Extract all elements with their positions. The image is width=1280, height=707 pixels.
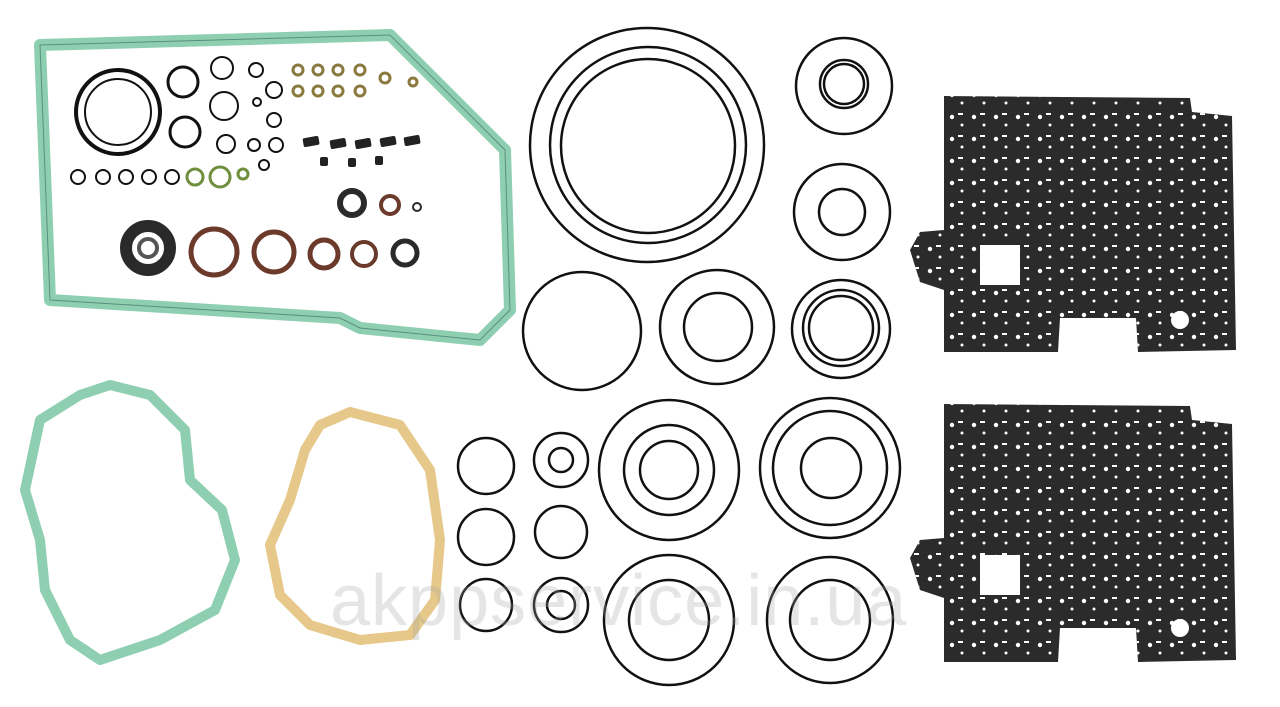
cover-gasket-tan (265, 407, 445, 645)
large-orings (456, 26, 902, 687)
cover-gasket-green (20, 380, 240, 665)
filter-pins (302, 134, 421, 167)
valve-body-plate-bottom (910, 404, 1236, 662)
valve-body-plate-top (910, 96, 1236, 352)
brown-seals (120, 188, 422, 278)
small-seals-group (70, 56, 284, 185)
green-orings (185, 165, 250, 189)
tan-small-seals (291, 63, 419, 98)
